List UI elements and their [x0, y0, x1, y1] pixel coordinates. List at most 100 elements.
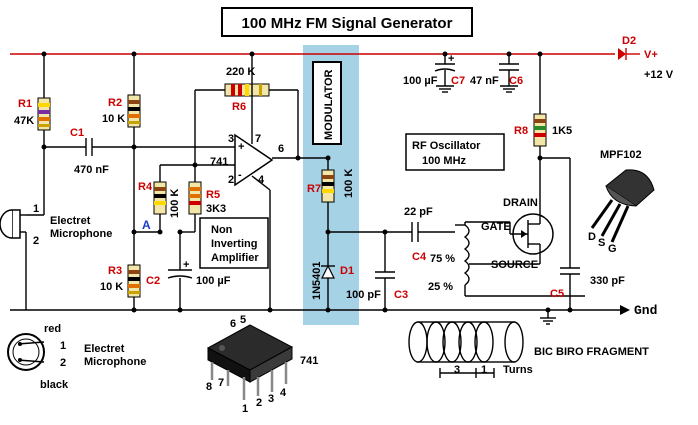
c7-plus: +: [448, 53, 454, 65]
modulator-circuit: R7 100 K D1 1N5401: [307, 158, 412, 310]
r6-ref: R6: [232, 101, 246, 113]
r4-ref: R4: [138, 181, 153, 193]
modulator-box: MODULATOR: [312, 61, 342, 145]
ground-rail: Gnd: [10, 303, 657, 318]
mic-pinout-1: 1: [60, 340, 66, 352]
amplifier-label-2: Inverting: [211, 238, 257, 250]
jfet-part-label: MPF102: [600, 149, 642, 161]
r3-ref: R3: [108, 265, 122, 277]
mic-wire-red: red: [44, 323, 61, 335]
amplifier-label-1: Non: [211, 224, 233, 236]
r2-ref: R2: [108, 97, 122, 109]
supply-voltage: +12 V: [644, 69, 674, 81]
r7-ref: R7: [307, 183, 321, 195]
amplifier-box: Non Inverting Amplifier: [199, 217, 269, 269]
c7-value: 100 µF: [403, 75, 438, 87]
opamp-label: 741: [210, 156, 228, 168]
mic-pinout-label-1: Electret: [84, 343, 125, 355]
jfet-pin-g: G: [608, 243, 617, 255]
jfet-drain-label: DRAIN: [503, 197, 538, 209]
c7-capacitor: + 100 µF C7: [403, 53, 465, 93]
opamp-pin2: 2: [228, 174, 234, 186]
r2-resistor: R2 10 K: [102, 54, 141, 265]
oscillator-box: RF Oscillator 100 MHz: [405, 133, 505, 171]
coil-fragment-label: BIC BIRO FRAGMENT: [534, 346, 649, 358]
microphone-symbol: 1 2 Electret Microphone: [0, 203, 112, 310]
r8-value: 1K5: [552, 125, 572, 137]
c4-capacitor: 22 pF C4: [404, 206, 455, 263]
c6-value: 47 nF: [470, 75, 499, 87]
r1-resistor: R1 47K: [14, 54, 51, 215]
opamp-pin7: 7: [255, 133, 261, 145]
r8-ref: R8: [514, 125, 528, 137]
page-title: 100 MHz FM Signal Generator: [242, 15, 453, 32]
c6-capacitor: 47 nF C6: [470, 54, 523, 93]
d1-value: 1N5401: [311, 261, 323, 300]
modulator-label: MODULATOR: [323, 69, 335, 140]
d2-label: D2: [622, 35, 636, 47]
c2-ref: C2: [146, 275, 160, 287]
gnd-label: Gnd: [634, 303, 657, 318]
c3-capacitor: 100 pF C3: [346, 232, 408, 310]
junction-dots: [41, 51, 573, 313]
d1-ref: D1: [340, 265, 354, 277]
r7-value: 100 K: [343, 169, 355, 198]
c3-ref: C3: [394, 289, 408, 301]
r6-value: 220 K: [226, 66, 255, 78]
r6-resistor: 220 K R6: [195, 66, 299, 158]
c2-capacitor: + C2 100 µF: [146, 259, 231, 310]
coil-ground: [540, 310, 556, 325]
mic-pin2: 2: [33, 235, 39, 247]
chip-pin-4: 4: [280, 387, 287, 399]
r4-value: 100 K: [169, 189, 181, 218]
chip-pin-2: 2: [256, 397, 262, 409]
jfet-source-label: SOURCE: [491, 259, 538, 271]
c1-ref: C1: [70, 127, 84, 139]
r2-value: 10 K: [102, 113, 125, 125]
jfet-pin-s: S: [598, 237, 605, 249]
c1-value: 470 nF: [74, 164, 109, 176]
chip-pin-7: 7: [218, 377, 224, 389]
coil-turns-3: 3: [454, 364, 460, 376]
c5-ref: C5: [550, 288, 564, 300]
opamp-minus: -: [238, 169, 242, 181]
mic-label-line1: Electret: [50, 215, 91, 227]
chip-label: 741: [300, 355, 318, 367]
opamp-plus: +: [238, 141, 244, 153]
opamp-pin3: 3: [228, 133, 234, 145]
c1-capacitor: C1 470 nF: [44, 127, 235, 176]
title-box: 100 MHz FM Signal Generator: [221, 7, 473, 37]
c3-value: 100 pF: [346, 289, 381, 301]
mic-pinout-label-2: Microphone: [84, 356, 146, 368]
coil-turns-label: Turns: [503, 364, 533, 376]
vplus-label: V+: [644, 49, 658, 61]
tapped-coil: 75 % 25 %: [428, 221, 585, 297]
chip-pin-5: 5: [240, 314, 246, 326]
opamp-pin6: 6: [278, 143, 284, 155]
biro-coil-drawing: BIC BIRO FRAGMENT 3 1 Turns: [408, 321, 649, 378]
jfet-gate-label: GATE: [481, 221, 511, 233]
supply-rail: D2 V+ +12 V: [10, 35, 674, 81]
feedback-network: A R4 100 K R5 3K3: [134, 90, 235, 270]
mic-pinout-2: 2: [60, 357, 66, 369]
chip-741-package: 6 5 8 7 1 2 3 4 741: [206, 314, 318, 415]
c4-ref: C4: [412, 251, 427, 263]
chip-pin-3: 3: [268, 393, 274, 405]
node-a-label: A: [142, 218, 151, 232]
coil-tap-25: 25 %: [428, 281, 453, 293]
oscillator-label-1: RF Oscillator: [412, 140, 481, 152]
r3-resistor: R3 10 K: [100, 264, 141, 310]
chip-pin-6: 6: [230, 318, 236, 330]
c5-value: 330 pF: [590, 275, 625, 287]
oscillator-label-2: 100 MHz: [422, 155, 467, 167]
jfet-symbol: DRAIN GATE SOURCE: [481, 197, 554, 271]
c4-value: 22 pF: [404, 206, 433, 218]
coil-tap-75: 75 %: [430, 253, 455, 265]
r1-ref: R1: [18, 98, 32, 110]
amplifier-label-3: Amplifier: [211, 252, 259, 264]
mic-pin1: 1: [33, 203, 39, 215]
r5-value: 3K3: [206, 203, 226, 215]
opamp-pin4: 4: [258, 174, 265, 186]
mic-label-line2: Microphone: [50, 228, 112, 240]
